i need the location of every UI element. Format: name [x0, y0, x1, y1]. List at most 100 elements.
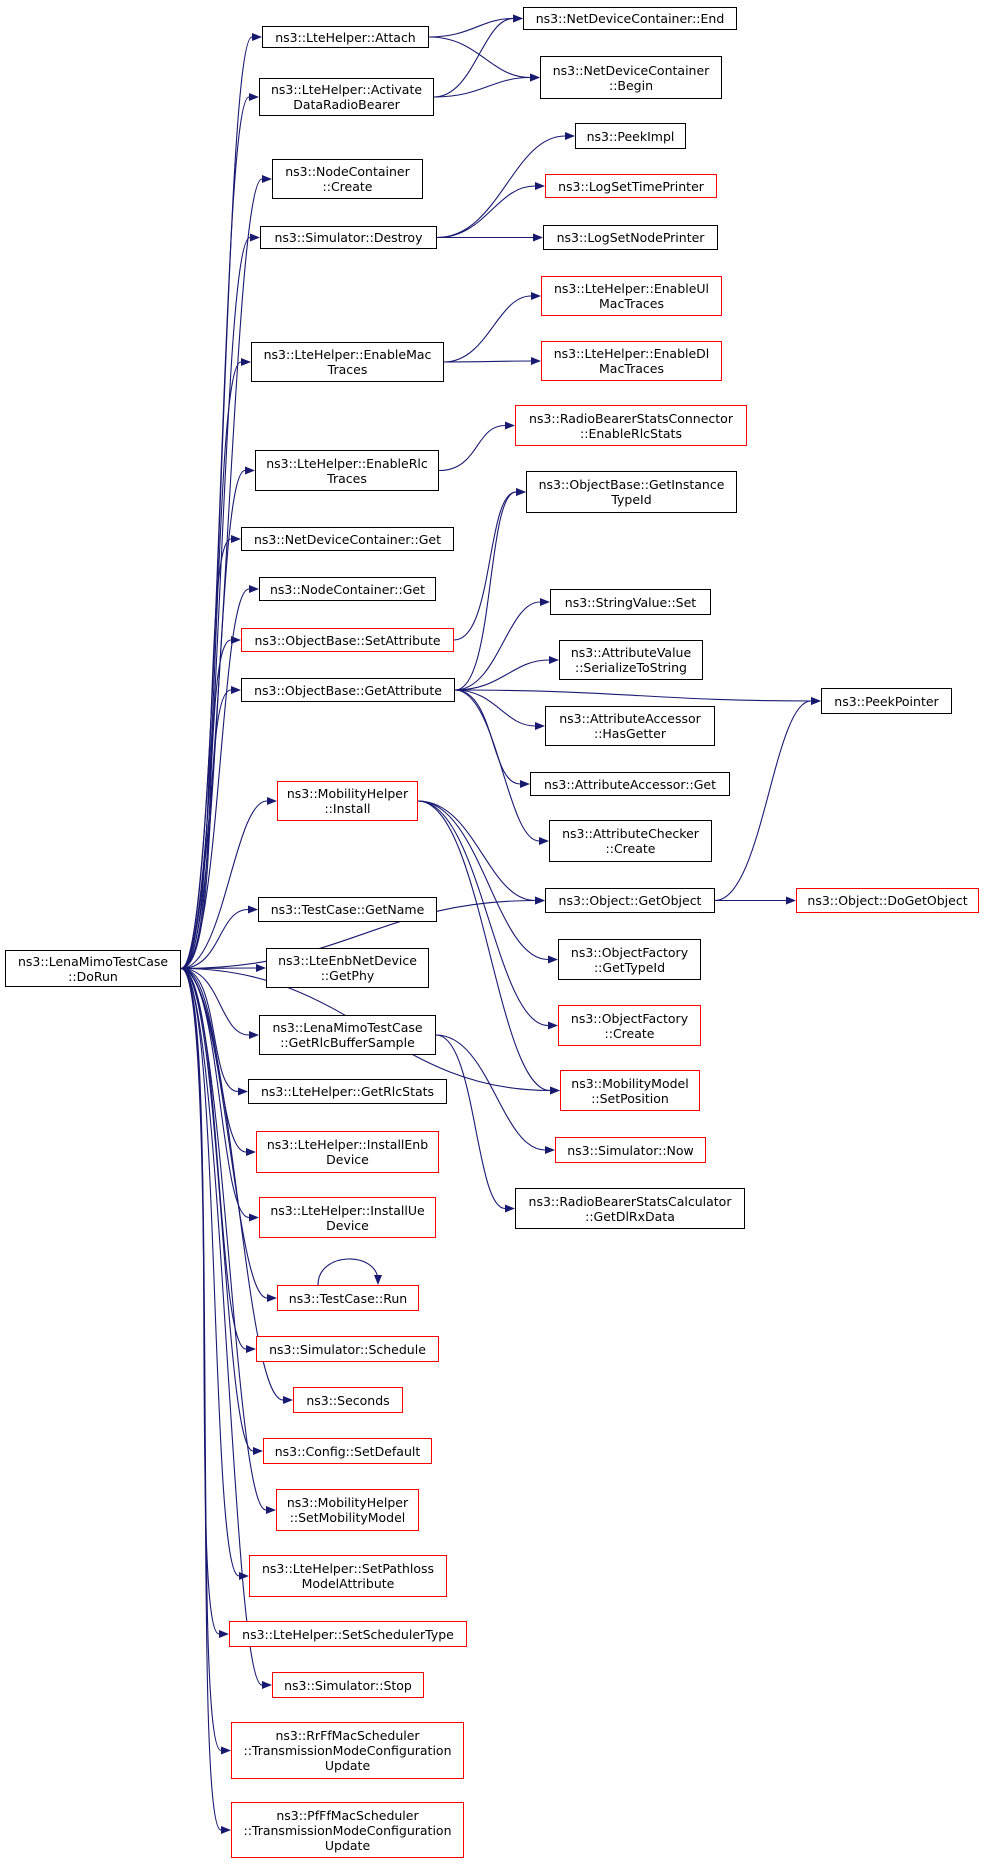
call-edge	[435, 1034, 546, 1151]
node-netdevicecontainer-get[interactable]: ns3::NetDeviceContainer::Get	[241, 527, 454, 551]
arrowhead	[549, 656, 559, 664]
node-simulator-stop[interactable]: ns3::Simulator::Stop	[272, 1672, 424, 1698]
node-ltehelper-attach[interactable]: ns3::LteHelper::Attach	[262, 26, 429, 48]
arrowhead	[262, 1681, 272, 1689]
node-label: MacTraces	[599, 361, 664, 376]
call-edge	[454, 689, 540, 842]
node-lenamimotestcase-dorun[interactable]: ns3::LenaMimoTestCase::DoRun	[5, 950, 181, 987]
node-label: ns3::AttributeAccessor::Get	[543, 776, 717, 792]
arrowhead	[249, 1031, 259, 1039]
call-edge	[417, 800, 551, 1092]
call-edge	[436, 185, 536, 239]
node-attributevalue-serializetostring[interactable]: ns3::AttributeValue::SerializeToString	[559, 640, 703, 680]
node-logsettimeprinter[interactable]: ns3::LogSetTimePrinter	[545, 174, 717, 198]
node-objectbase-getattribute[interactable]: ns3::ObjectBase::GetAttribute	[241, 678, 455, 702]
call-edge	[454, 689, 812, 702]
node-label: ns3::ObjectBase::GetInstance	[538, 477, 725, 492]
node-mobilityhelper-setmobilitymodel[interactable]: ns3::MobilityHelper::SetMobilityModel	[276, 1489, 419, 1531]
node-seconds[interactable]: ns3::Seconds	[293, 1387, 403, 1413]
node-label: ns3::PfFfMacScheduler	[276, 1807, 419, 1823]
node-label: Update	[324, 1837, 371, 1853]
call-edge	[180, 967, 220, 1635]
node-label: ns3::MobilityModel	[571, 1075, 689, 1091]
arrowhead	[267, 797, 277, 805]
node-object-dogetobject[interactable]: ns3::Object::DoGetObject	[796, 888, 979, 913]
node-mobilityhelper-install[interactable]: ns3::MobilityHelper::Install	[277, 781, 418, 821]
node-object-getobject[interactable]: ns3::Object::GetObject	[545, 888, 715, 913]
call-edge	[180, 639, 232, 970]
arrowhead	[513, 14, 523, 23]
node-label: ns3::TestCase::GetName	[270, 902, 425, 917]
node-label: ns3::ObjectFactory	[570, 944, 689, 960]
node-attributechecker-create[interactable]: ns3::AttributeChecker::Create	[549, 820, 712, 862]
node-simulator-destroy[interactable]: ns3::Simulator::Destroy	[260, 226, 437, 249]
arrowhead	[221, 1746, 231, 1755]
node-ltehelper-getrlcstats[interactable]: ns3::LteHelper::GetRlcStats	[248, 1079, 447, 1104]
arrowhead	[252, 33, 262, 41]
call-edge	[454, 491, 517, 691]
arrowhead	[516, 488, 526, 496]
node-objectbase-setattribute[interactable]: ns3::ObjectBase::SetAttribute	[241, 628, 454, 652]
node-objectfactory-gettypeid[interactable]: ns3::ObjectFactory::GetTypeId	[558, 939, 701, 980]
arrowhead	[246, 1345, 256, 1353]
node-label: ns3::LteHelper::EnableRlc	[266, 455, 428, 471]
node-label: ::DoRun	[68, 968, 118, 984]
node-label: ns3::NetDeviceContainer	[552, 62, 710, 78]
node-label: ns3::RadioBearerStatsCalculator	[528, 1193, 732, 1209]
node-attributeaccessor-hasgetter[interactable]: ns3::AttributeAccessor::HasGetter	[545, 706, 715, 746]
node-lteenbnetdevice-getphy[interactable]: ns3::LteEnbNetDevice::GetPhy	[266, 948, 429, 988]
node-nodecontainer-create[interactable]: ns3::NodeContainer::Create	[272, 159, 423, 199]
node-label: ns3::LteHelper::Activate	[270, 82, 423, 97]
node-label: ::Create	[605, 841, 656, 856]
call-edge	[180, 967, 239, 1093]
node-lenamimotestcase-getrlcbuffersample[interactable]: ns3::LenaMimoTestCase::GetRlcBufferSampl…	[259, 1015, 436, 1055]
node-logsetnodeprinter[interactable]: ns3::LogSetNodePrinter	[543, 225, 718, 250]
arrowhead	[531, 292, 541, 300]
node-label: DataRadioBearer	[293, 97, 400, 112]
call-edge	[317, 1258, 379, 1286]
call-edge	[180, 967, 250, 1036]
node-radiobearerstatsconnector-enablerlcstats[interactable]: ns3::RadioBearerStatsConnector::EnableRl…	[515, 405, 747, 446]
node-label: TypeId	[611, 492, 652, 507]
arrowhead	[535, 722, 545, 730]
arrowhead	[248, 905, 258, 914]
node-peekimpl[interactable]: ns3::PeekImpl	[575, 123, 686, 149]
node-config-setdefault[interactable]: ns3::Config::SetDefault	[263, 1438, 432, 1464]
call-edge	[443, 360, 532, 363]
call-edge	[180, 967, 222, 1831]
node-label: ns3::NetDeviceContainer::End	[535, 11, 725, 26]
node-ltehelper-setschedulertype[interactable]: ns3::LteHelper::SetSchedulerType	[229, 1621, 467, 1647]
node-mobilitymodel-setposition[interactable]: ns3::MobilityModel::SetPosition	[560, 1070, 700, 1111]
node-netdevicecontainer-begin[interactable]: ns3::NetDeviceContainer::Begin	[540, 56, 722, 99]
node-label: ::SetMobilityModel	[289, 1510, 406, 1525]
node-peekpointer[interactable]: ns3::PeekPointer	[821, 688, 952, 714]
node-testcase-getname[interactable]: ns3::TestCase::GetName	[258, 897, 437, 922]
node-radiobearerstatscalculator-getdlrxdata[interactable]: ns3::RadioBearerStatsCalculator::GetDlRx…	[515, 1188, 745, 1229]
node-testcase-run[interactable]: ns3::TestCase::Run	[277, 1285, 419, 1311]
node-label: ::TransmissionModeConfiguration	[243, 1743, 452, 1758]
node-label: ns3::NodeContainer::Get	[270, 581, 425, 597]
call-edge	[428, 36, 531, 79]
node-pfffmacscheduler-transmissionmodeconfigurationupdate[interactable]: ns3::PfFfMacScheduler::TransmissionModeC…	[231, 1802, 464, 1858]
node-attributeaccessor-get[interactable]: ns3::AttributeAccessor::Get	[530, 772, 730, 796]
call-edge	[180, 361, 242, 970]
node-rrffmacscheduler-transmissionmodeconfigurationupdate[interactable]: ns3::RrFfMacScheduler::TransmissionModeC…	[231, 1722, 464, 1779]
call-edge	[180, 178, 263, 970]
node-objectfactory-create[interactable]: ns3::ObjectFactory::Create	[558, 1005, 701, 1046]
node-netdevicecontainer-end[interactable]: ns3::NetDeviceContainer::End	[523, 7, 737, 30]
call-edge	[438, 424, 506, 472]
node-simulator-schedule[interactable]: ns3::Simulator::Schedule	[256, 1336, 439, 1362]
node-stringvalue-set[interactable]: ns3::StringValue::Set	[550, 589, 711, 615]
node-nodecontainer-get[interactable]: ns3::NodeContainer::Get	[259, 577, 436, 601]
node-simulator-now[interactable]: ns3::Simulator::Now	[555, 1137, 706, 1163]
arrowhead	[253, 1447, 263, 1455]
